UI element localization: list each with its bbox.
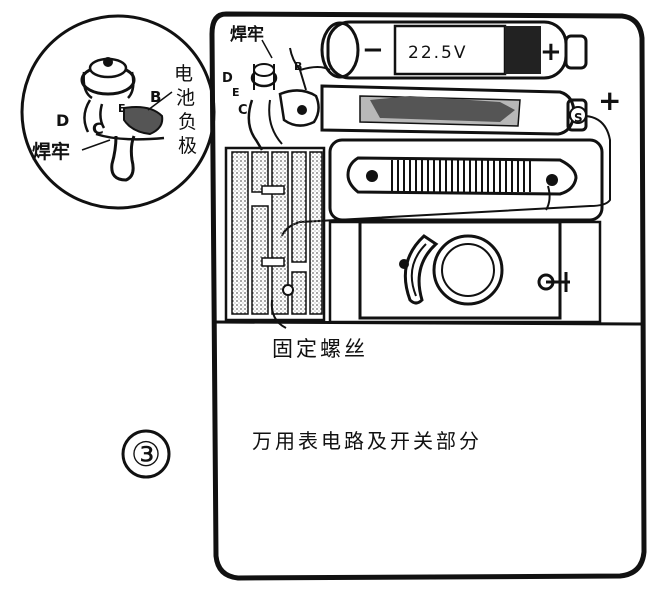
- figure-number: ③: [131, 435, 161, 475]
- terminal-s-label: S: [574, 111, 583, 125]
- circuit-section: − 22.5V + S +: [222, 20, 621, 329]
- pin-d-main-label: D: [222, 71, 233, 86]
- battery-negative-plate-char1: 电: [174, 63, 193, 85]
- transistor-main: [247, 47, 331, 151]
- pin-c-main-label: C: [238, 103, 248, 118]
- pin-e-inset-label: E: [118, 102, 126, 115]
- inset-detail: [20, 14, 216, 210]
- battery-minus-sign: −: [362, 35, 384, 65]
- battery-negative-plate-char3: 负: [178, 111, 197, 133]
- battery-negative-plate-char2: 池: [176, 87, 195, 109]
- figure-caption: 万用表电路及开关部分: [252, 429, 482, 453]
- battery: [320, 20, 588, 80]
- solder-label-top: 焊牢: [230, 24, 264, 45]
- pin-b-inset-label: B: [150, 88, 161, 106]
- battery-plus-sign: +: [540, 37, 562, 67]
- battery-negative-plate-char4: 极: [178, 135, 197, 157]
- pin-b-main-label: B: [294, 60, 302, 73]
- resistor-tube: [328, 138, 604, 222]
- terminal-plus-sign: +: [598, 84, 621, 117]
- circuit-board: [224, 146, 326, 329]
- battery-voltage-label: 22.5V: [408, 43, 467, 63]
- figure-number-circle: [121, 429, 171, 479]
- solder-label-inset: 焊牢: [32, 140, 70, 163]
- pin-d-inset-label: D: [56, 111, 69, 130]
- fixing-screw-label: 固定螺丝: [272, 337, 368, 361]
- cylinder-component: [320, 84, 588, 136]
- pin-e-main-label: E: [232, 86, 240, 99]
- pin-c-inset-label: C: [92, 119, 104, 138]
- rotary-switch-plate: [328, 220, 602, 324]
